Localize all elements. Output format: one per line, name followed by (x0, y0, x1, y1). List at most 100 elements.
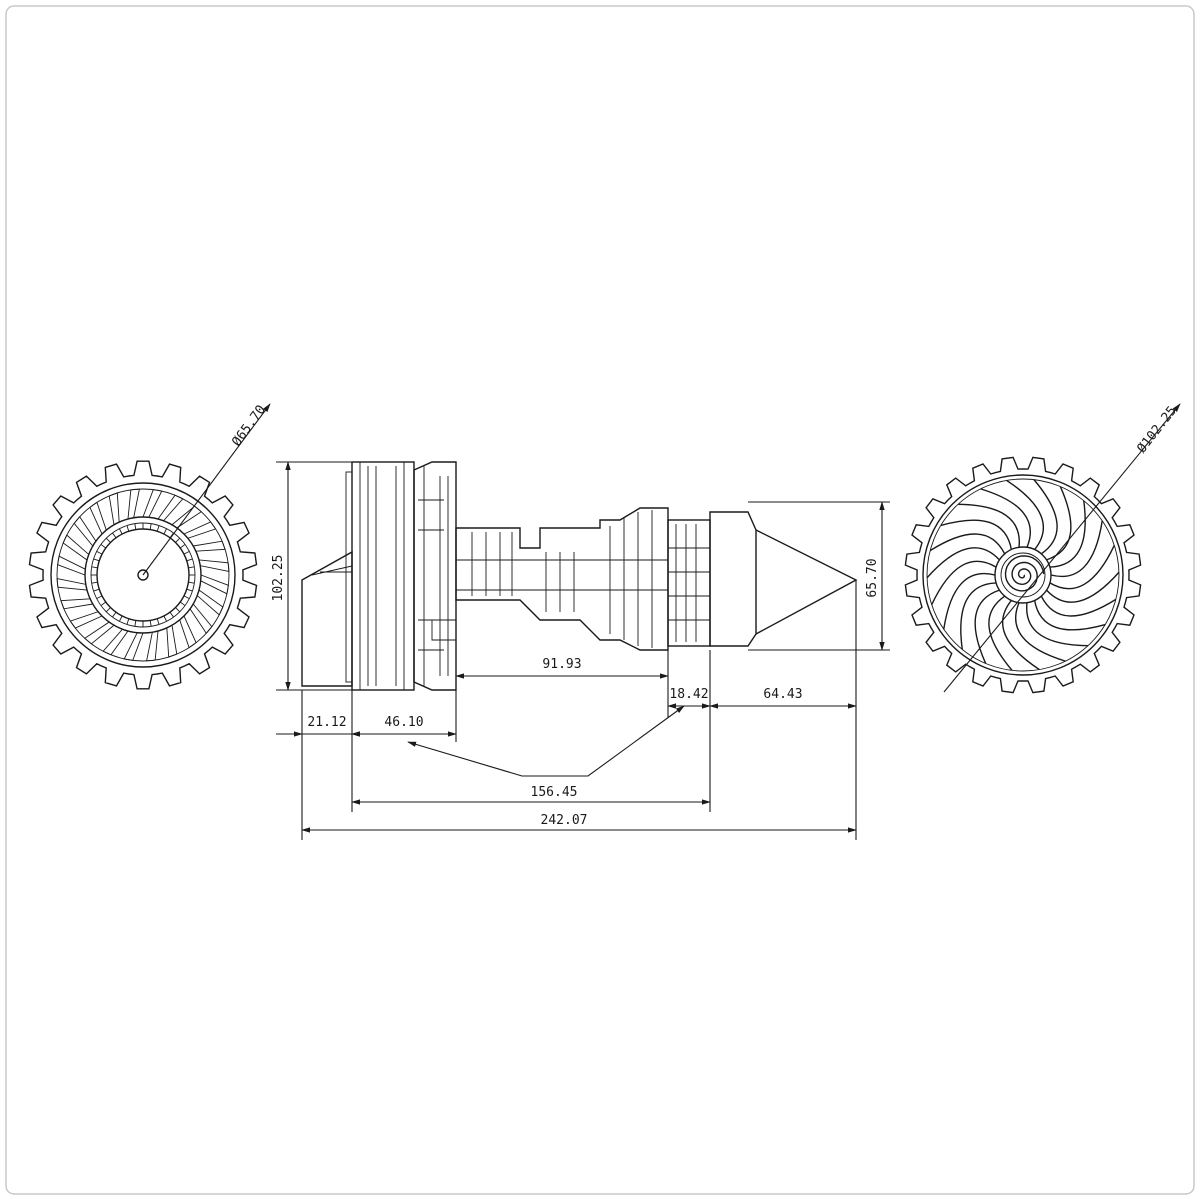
rear-vane (192, 540, 226, 552)
fan-blade (1046, 571, 1120, 603)
turbine-section (667, 519, 711, 647)
fan-blade (1040, 595, 1117, 617)
rear-blade-tick (96, 550, 103, 555)
front-fan-case (922, 474, 1124, 676)
rear-blade-tick (183, 595, 190, 600)
rear-blade-tick (175, 537, 181, 543)
dimension-lines: 102.25 65.70 91.93 18.42 64.43 21.12 46.… (142, 403, 1181, 840)
rear-vane (69, 611, 103, 629)
rear-blade-tick (156, 525, 160, 532)
rear-blade-tick (134, 620, 137, 627)
dim-fan-section-length: 46.10 (384, 715, 423, 730)
rear-blade-tick (186, 558, 193, 562)
dim-turbine-length: 18.42 (669, 687, 708, 702)
fan-blade (1033, 479, 1058, 555)
rear-blade-tick (105, 607, 111, 613)
rear-vane (157, 494, 184, 522)
front-spinner-ring (994, 546, 1052, 604)
dim-overall-length: 242.07 (541, 813, 588, 828)
fan-blade (1049, 500, 1086, 568)
rear-center-hub (137, 569, 149, 581)
rear-vane (84, 621, 115, 645)
dim-tailcone-length: 64.43 (763, 687, 802, 702)
rear-blade-tick (156, 618, 160, 625)
rear-blade-tick (175, 607, 181, 613)
rear-blade-tick (112, 532, 117, 539)
fan-blade (929, 533, 1006, 555)
rear-vane (89, 501, 107, 535)
front-outer-gear-ring (904, 456, 1142, 694)
rear-blade-tick (188, 581, 195, 584)
spinner-spiral-icon (1004, 555, 1045, 592)
rear-blade-tick (112, 611, 117, 618)
rear-vane (102, 628, 129, 656)
rear-blade-tick (93, 588, 100, 592)
rear-vane (166, 624, 178, 658)
fan-frame (413, 461, 457, 691)
fan-blade (931, 560, 997, 605)
fan-blade (1046, 486, 1072, 561)
dim-exhaust-height: 65.70 (865, 558, 880, 597)
rear-outer-gear-ring (28, 460, 258, 690)
front-fan-case-inner (926, 478, 1120, 672)
exhaust-nozzle (709, 511, 757, 647)
fan-blade (1026, 602, 1088, 647)
rear-case-ring (50, 482, 236, 668)
dim-overall-height: 102.25 (271, 555, 286, 602)
rear-blade-tick (118, 528, 123, 535)
rear-blade-tick (100, 544, 107, 549)
rear-blade-tick (91, 566, 98, 569)
fan-blade (980, 488, 1032, 548)
rear-vane (179, 615, 197, 649)
sheet-border (5, 5, 1195, 1195)
fan-blade (943, 572, 996, 630)
rear-vane (142, 489, 163, 518)
rear-vane (183, 521, 217, 539)
tail-cone (755, 529, 858, 635)
rear-vane (62, 534, 90, 561)
rear-turbine-ring (84, 516, 202, 634)
rear-blade-tick (183, 550, 190, 555)
rear-core-ring (96, 528, 190, 622)
rear-vane (198, 559, 230, 572)
rear-blade-tick (149, 620, 152, 627)
rear-vane (146, 630, 159, 662)
rear-blade-tick (118, 615, 123, 622)
rear-blade-tick (126, 618, 130, 625)
fan-blade (1002, 600, 1040, 671)
side-view-engine (301, 461, 858, 691)
rear-blade-tick (188, 566, 195, 569)
rear-vane (200, 574, 229, 595)
rear-vane (127, 488, 140, 520)
rear-view-exhaust (28, 460, 258, 690)
front-view-fan (904, 456, 1142, 694)
rear-case-inner-ring (56, 488, 230, 662)
rear-blade-tick (91, 581, 98, 584)
rear-blade-tick (96, 595, 103, 600)
rear-vane (196, 589, 224, 616)
rear-blade-tick (179, 544, 186, 549)
rear-vane (60, 598, 94, 610)
dim-body-length: 156.45 (531, 785, 578, 800)
fan-blade (926, 547, 1000, 579)
fan-blade (988, 595, 1013, 671)
rear-blade-tick (105, 537, 111, 543)
rear-vane (73, 516, 97, 547)
fan-case (351, 461, 415, 691)
rear-blade-tick (100, 601, 107, 606)
dim-core-length: 91.93 (542, 657, 581, 672)
core-casing (455, 507, 669, 651)
rear-blade-tick (149, 523, 152, 530)
rear-blade-tick (163, 528, 168, 535)
fan-blade (1006, 479, 1044, 550)
fan-blade (958, 503, 1020, 548)
fan-blade (960, 582, 997, 650)
rear-vane (189, 603, 213, 634)
rear-vane (56, 578, 88, 591)
rear-blade-tick (134, 523, 137, 530)
fan-blade (974, 589, 1000, 664)
rear-blade-tick (186, 588, 193, 592)
rear-blade-tick (93, 558, 100, 562)
